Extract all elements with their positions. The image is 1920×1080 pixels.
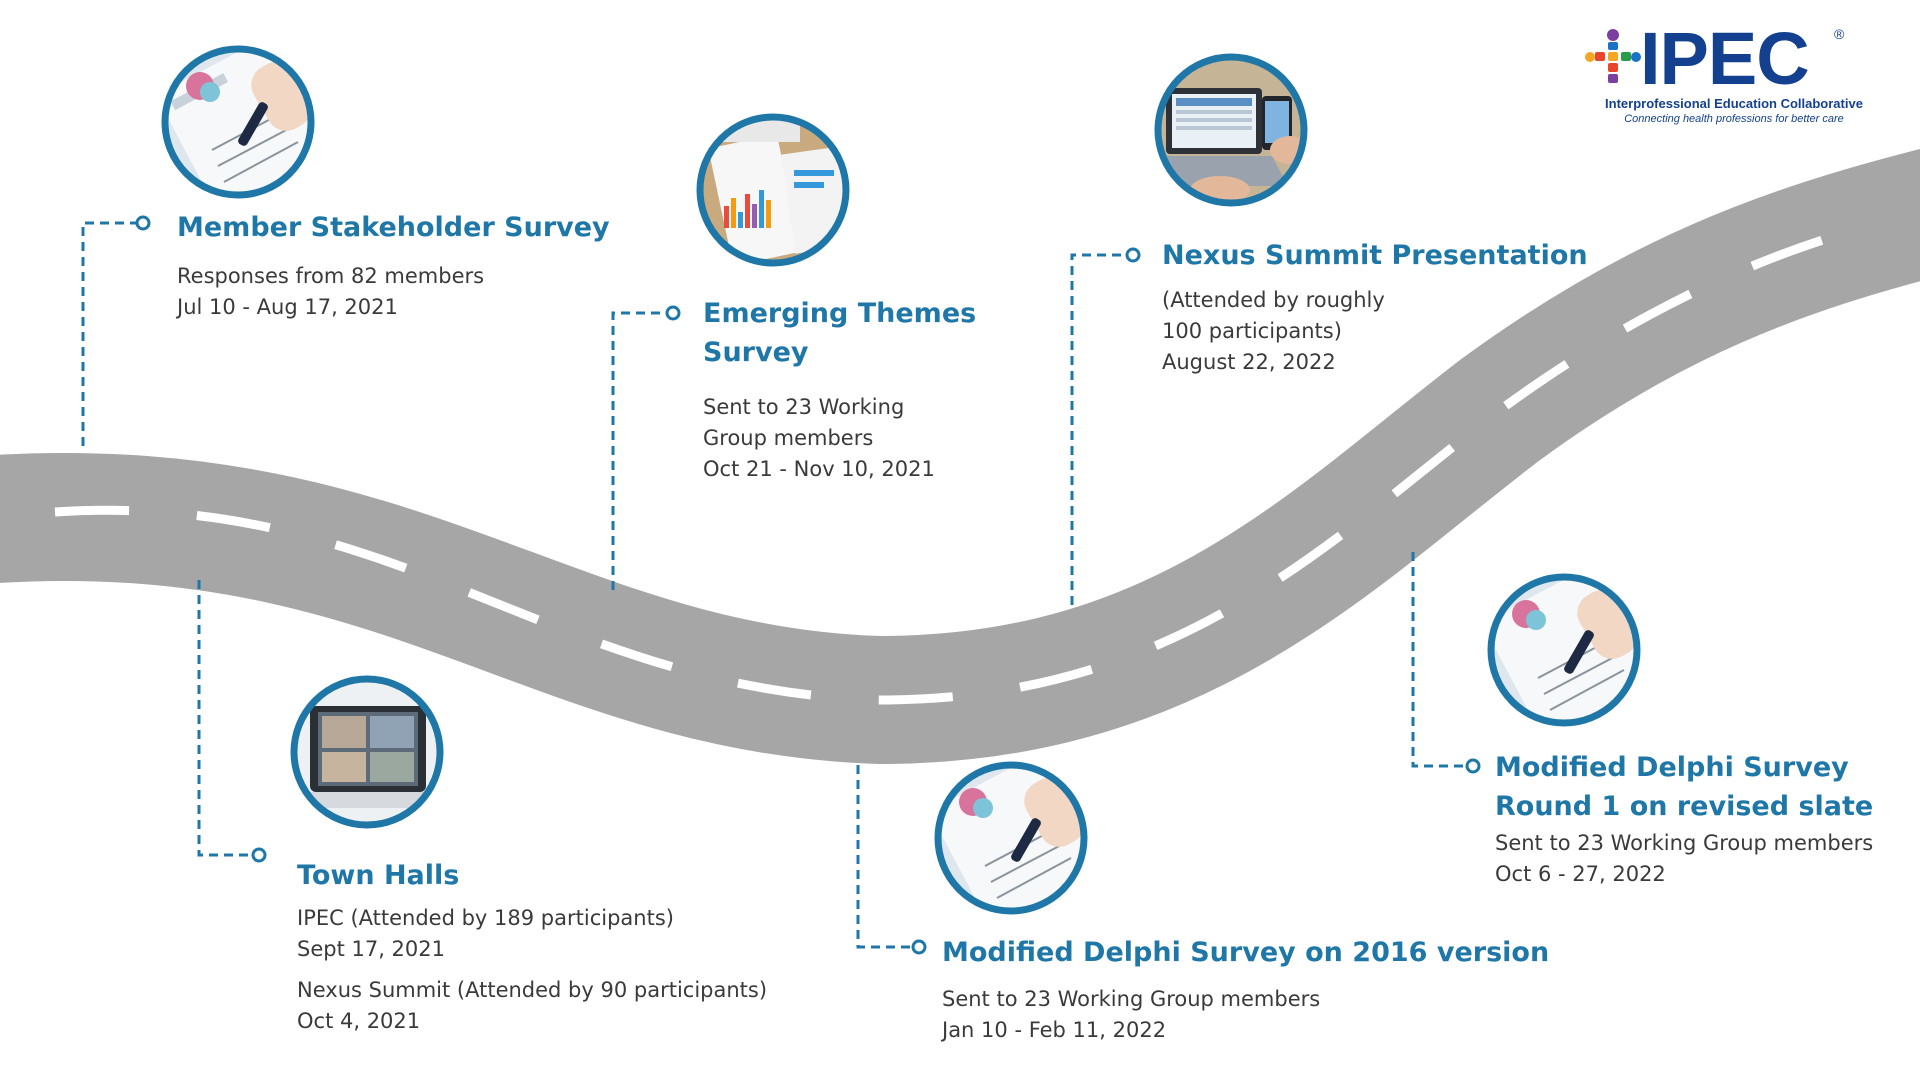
event-title-line: Emerging Themes <box>703 298 977 329</box>
event-title: Modified Delphi Survey Round 1 on revise… <box>1495 748 1873 826</box>
survey-form-photo <box>161 45 315 199</box>
event-modified-delphi-2016: Modified Delphi Survey on 2016 version S… <box>942 933 1549 1046</box>
connector-1 <box>81 215 151 446</box>
event-date: August 22, 2022 <box>1162 350 1336 374</box>
event-details-secondary: Nexus Summit (Attended by 90 participant… <box>297 975 767 1037</box>
event-title-line: Modified Delphi Survey <box>1495 752 1849 783</box>
connector-4 <box>856 765 927 955</box>
connector-3 <box>611 305 681 590</box>
event-emerging-themes-survey: Emerging Themes Survey Sent to 23 Workin… <box>703 294 976 485</box>
survey-form-photo <box>934 761 1088 915</box>
connector-2 <box>197 580 267 863</box>
event-title: Member Stakeholder Survey <box>177 212 610 243</box>
event-date: Oct 6 - 27, 2022 <box>1495 862 1666 886</box>
survey-form-photo <box>1487 573 1641 727</box>
event-detail-line: 100 participants) <box>1162 319 1342 343</box>
event-detail-line: (Attended by roughly <box>1162 288 1385 312</box>
connector-6 <box>1411 552 1481 774</box>
event-detail-line: Sent to 23 Working <box>703 395 905 419</box>
event-details: (Attended by roughly 100 participants) A… <box>1162 285 1588 378</box>
event-details: Sent to 23 Working Group members Oct 6 -… <box>1495 828 1873 890</box>
registered-mark: ® <box>1834 26 1845 42</box>
event-member-stakeholder-survey: Member Stakeholder Survey Responses from… <box>177 208 610 323</box>
event-detail-line: Responses from 82 members <box>177 264 485 288</box>
logo-wordmark: IPEC <box>1640 17 1810 100</box>
road-center-line <box>54 221 1872 705</box>
event-date: Jan 10 - Feb 11, 2022 <box>942 1018 1167 1042</box>
event-title: Modified Delphi Survey on 2016 version <box>942 937 1550 968</box>
connector-5 <box>1070 247 1141 605</box>
event-title-line: Survey <box>703 337 809 368</box>
ipec-logo: IPEC ® Interprofessional Education Colla… <box>1584 17 1894 132</box>
laptop-phone-photo <box>1154 53 1308 207</box>
event-details: Sent to 23 Working Group members Jan 10 … <box>942 984 1549 1046</box>
ipec-logo-mark-icon <box>1585 29 1641 83</box>
event-title: Emerging Themes Survey <box>703 294 976 372</box>
event-detail-line: IPEC (Attended by 189 participants) <box>297 906 674 930</box>
event-details: IPEC (Attended by 189 participants) Sept… <box>297 903 767 965</box>
event-detail-line: Group members <box>703 426 874 450</box>
event-title: Town Halls <box>297 860 460 891</box>
logo-tagline: Connecting health professions for better… <box>1624 113 1844 125</box>
event-date: Jul 10 - Aug 17, 2021 <box>177 295 398 319</box>
video-conference-tablet-photo <box>290 675 444 829</box>
charts-report-photo <box>696 113 850 267</box>
event-title-line: Round 1 on revised slate <box>1495 791 1874 822</box>
event-detail-line: Nexus Summit (Attended by 90 participant… <box>297 978 768 1002</box>
event-date: Oct 21 - Nov 10, 2021 <box>703 457 935 481</box>
logo-subtitle: Interprofessional Education Collaborativ… <box>1605 96 1863 111</box>
event-date: Oct 4, 2021 <box>297 1009 421 1033</box>
event-detail-line: Sent to 23 Working Group members <box>1495 831 1874 855</box>
event-details: Responses from 82 members Jul 10 - Aug 1… <box>177 261 610 323</box>
event-nexus-summit-presentation: Nexus Summit Presentation (Attended by r… <box>1162 236 1588 378</box>
event-details: Sent to 23 Working Group members Oct 21 … <box>703 392 976 485</box>
event-town-halls: Town Halls IPEC (Attended by 189 partici… <box>297 856 767 1037</box>
event-detail-line: Sent to 23 Working Group members <box>942 987 1321 1011</box>
event-title: Nexus Summit Presentation <box>1162 240 1588 271</box>
event-modified-delphi-round-1: Modified Delphi Survey Round 1 on revise… <box>1495 748 1873 890</box>
event-date: Sept 17, 2021 <box>297 937 446 961</box>
